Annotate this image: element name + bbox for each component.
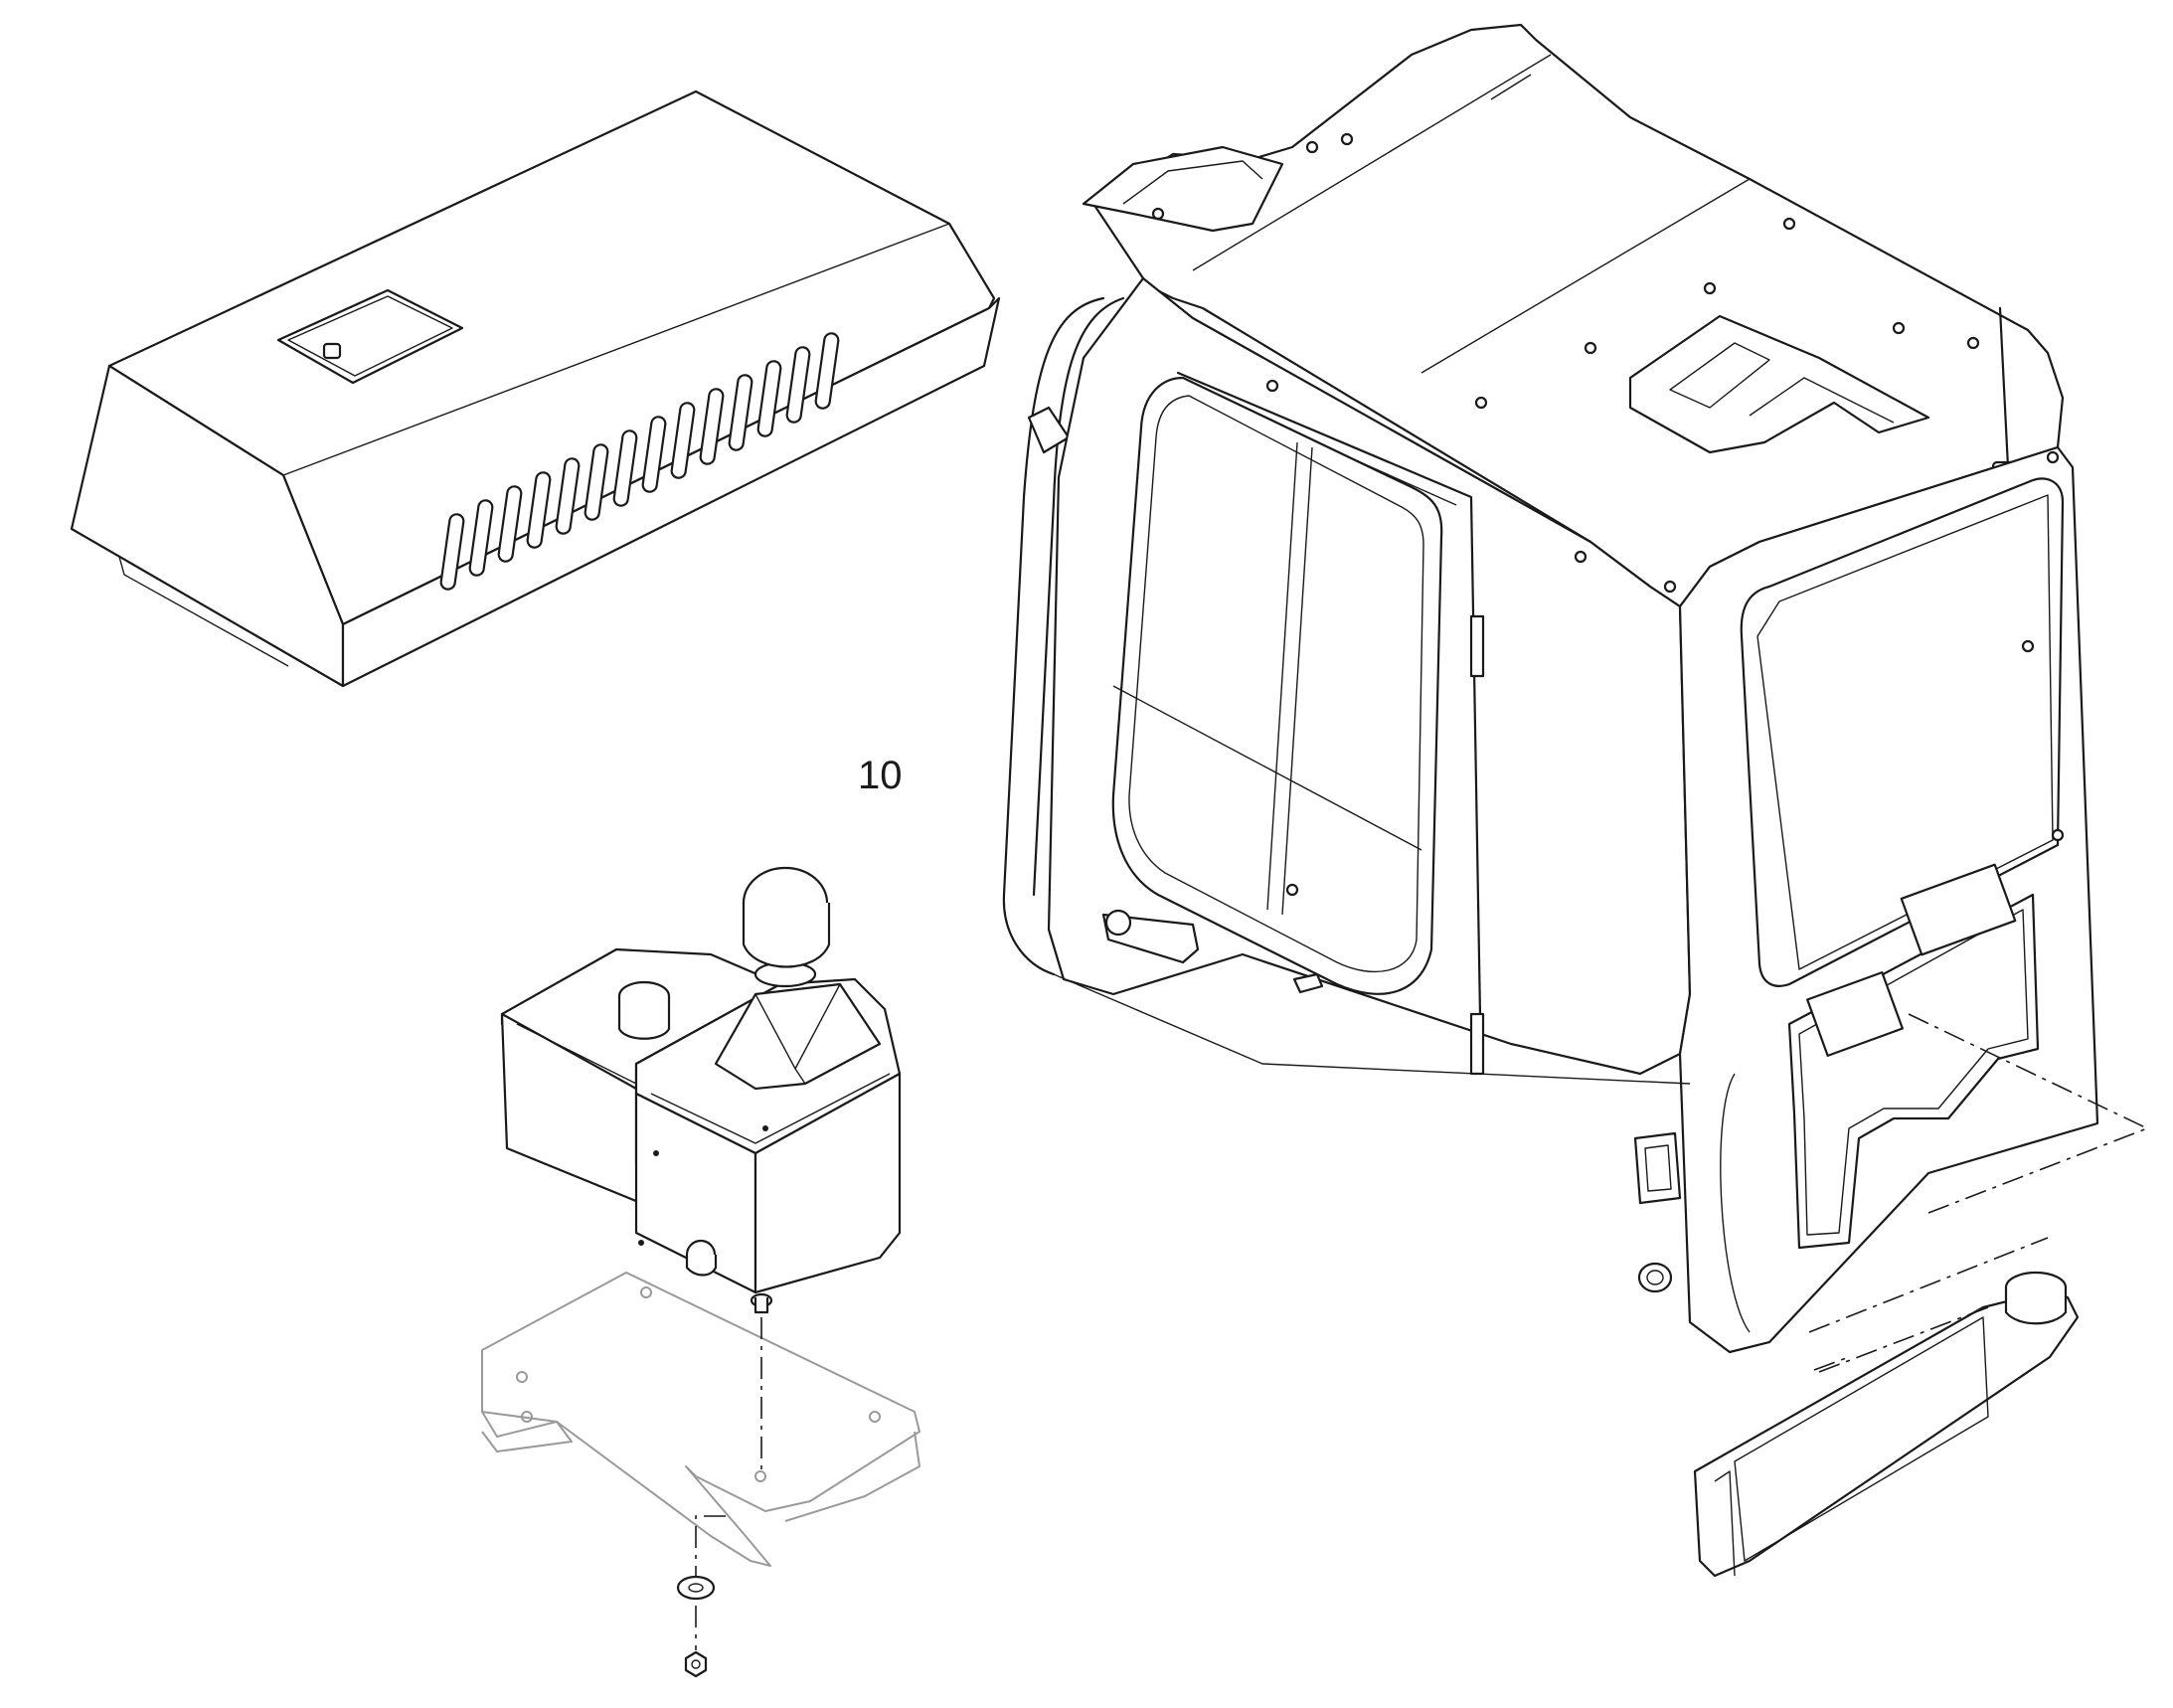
bolt — [1151, 207, 1165, 221]
vented-cover — [70, 89, 1001, 688]
vent-slot — [612, 429, 638, 507]
bolt — [1265, 379, 1279, 393]
vent-slot — [814, 332, 840, 410]
vent-slot — [584, 443, 609, 521]
bolt — [1474, 396, 1488, 410]
bolt — [1584, 341, 1597, 355]
tank-outlet — [750, 1292, 773, 1314]
vent-slot — [526, 471, 552, 549]
bolt — [1966, 336, 1980, 350]
tank-drain-fitting — [685, 1239, 718, 1277]
bolt — [1305, 140, 1319, 154]
duct-outlet — [2004, 1271, 2068, 1325]
bolt — [1574, 550, 1588, 564]
bolt — [1663, 580, 1677, 594]
tank-breather — [714, 866, 882, 1091]
vent-slot — [670, 402, 696, 479]
front-work-light — [1082, 145, 1284, 233]
vent-slot — [641, 416, 667, 493]
door-window — [1111, 376, 1443, 995]
callout-10: 10 — [858, 754, 903, 797]
hex-nut — [684, 1650, 708, 1678]
tank-mounting-bracket — [481, 1272, 920, 1567]
side-knob — [1637, 1262, 1673, 1293]
vent-slot — [699, 388, 725, 465]
operator-cab — [1002, 23, 2099, 1354]
side-lower-panel — [1787, 863, 2040, 1250]
bolt — [2046, 450, 2060, 464]
vent-slot — [468, 499, 494, 577]
vent-slot — [785, 346, 811, 424]
bolt — [1892, 321, 1906, 335]
cab-left-handrail — [1002, 296, 1125, 976]
bolt — [1285, 883, 1299, 897]
side-window — [1740, 477, 2065, 987]
tank-filler-cap — [617, 980, 671, 1040]
air-duct — [1693, 1271, 2080, 1578]
side-switch-plate — [1633, 1131, 1682, 1205]
vent-slot — [555, 457, 581, 535]
door-handle — [1101, 909, 1200, 964]
cover-access-hatch — [276, 288, 464, 385]
bolt — [2021, 639, 2035, 653]
washer — [676, 1575, 716, 1601]
vent-slot — [497, 485, 523, 563]
bolt — [2051, 828, 2065, 842]
bolt — [1703, 281, 1717, 295]
bolt — [1782, 217, 1796, 231]
vent-slot — [756, 360, 782, 437]
cab-door — [1101, 371, 1485, 1076]
cover-vent-slots — [439, 332, 840, 591]
reservoir-tank — [500, 866, 902, 1314]
bolt — [1340, 132, 1354, 146]
vent-slot — [439, 513, 465, 591]
vent-slot — [728, 374, 753, 451]
cab-roof-bolts — [1151, 132, 2065, 897]
roof-hatch — [1628, 314, 1930, 454]
